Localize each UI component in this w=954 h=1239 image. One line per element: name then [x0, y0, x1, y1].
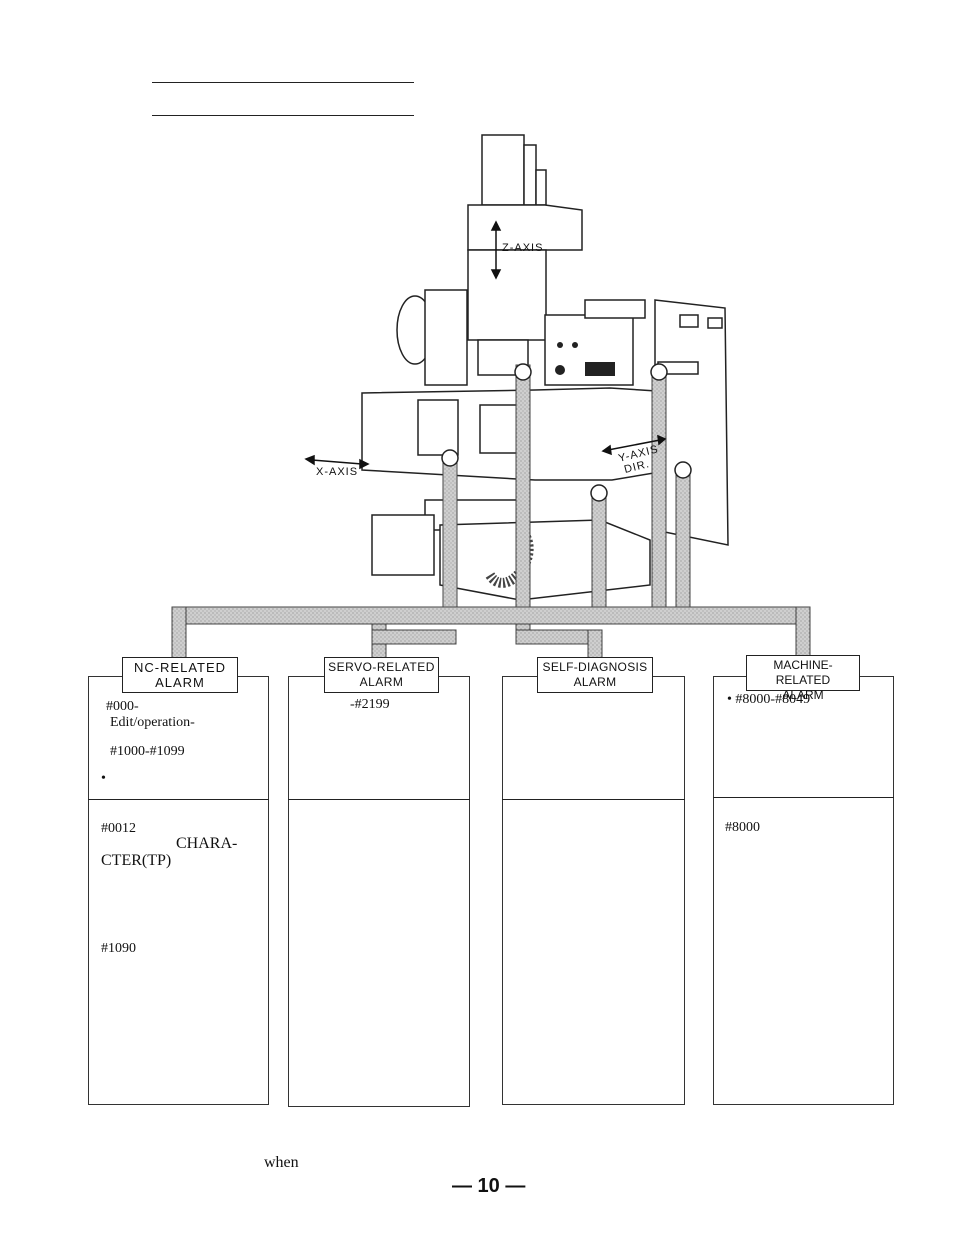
nc-cter-tp: CTER(TP) — [101, 852, 172, 869]
machine-alarm-divider — [713, 797, 894, 798]
servo-alarm-title: ALARM — [359, 675, 404, 689]
servo-alarm-divider — [288, 799, 470, 800]
servo-range-end: -#2199 — [350, 697, 390, 712]
machine-alarm-box — [713, 676, 894, 1105]
nc-bullet: • — [101, 771, 106, 786]
nc-chara: CHARA- — [176, 835, 238, 852]
machine-range: • #8000-#8049 — [727, 692, 811, 707]
header-rule-bottom — [152, 115, 414, 116]
servo-alarm-box — [288, 676, 470, 1107]
servo-related-alarm-label: SERVO-RELATED ALARM — [324, 657, 439, 693]
self-diagnosis-alarm-title: ALARM — [573, 675, 617, 689]
nc-alarm-title: ALARM — [155, 675, 205, 690]
self-diagnosis-alarm-divider — [502, 799, 685, 800]
nc-alarm-0012: #0012 — [101, 821, 136, 836]
footer-note: when — [264, 1154, 299, 1171]
self-diagnosis-alarm-box — [502, 676, 685, 1105]
machine-related-alarm-label: MACHINE-RELATED ALARM — [746, 655, 860, 702]
machining-center-illustration — [171, 134, 811, 660]
page-number: — 10 — — [452, 1175, 526, 1197]
nc-alarm-divider — [88, 799, 269, 800]
machine-alarm-title: ALARM — [782, 688, 824, 702]
machine-related-title: MACHINE-RELATED — [773, 658, 833, 687]
self-diagnosis-title: SELF-DIAGNOSIS — [542, 660, 648, 674]
z-axis-label: Z-AXIS — [502, 242, 544, 254]
nc-alarm-box — [88, 676, 269, 1105]
machine-alarm-8000: #8000 — [725, 820, 760, 835]
nc-edit-operation: Edit/operation- — [110, 715, 195, 730]
nc-related-alarm-label: NC-RELATED ALARM — [122, 657, 238, 693]
nc-range-start: #000- — [106, 699, 139, 714]
header-rule-top — [152, 82, 414, 83]
servo-related-title: SERVO-RELATED — [328, 660, 435, 674]
nc-alarm-1090: #1090 — [101, 941, 136, 956]
nc-range-1000: #1000-#1099 — [110, 744, 185, 759]
x-axis-label: X-AXIS — [316, 466, 359, 478]
nc-related-title: NC-RELATED — [133, 660, 227, 675]
self-diagnosis-alarm-label: SELF-DIAGNOSIS ALARM — [537, 657, 653, 693]
